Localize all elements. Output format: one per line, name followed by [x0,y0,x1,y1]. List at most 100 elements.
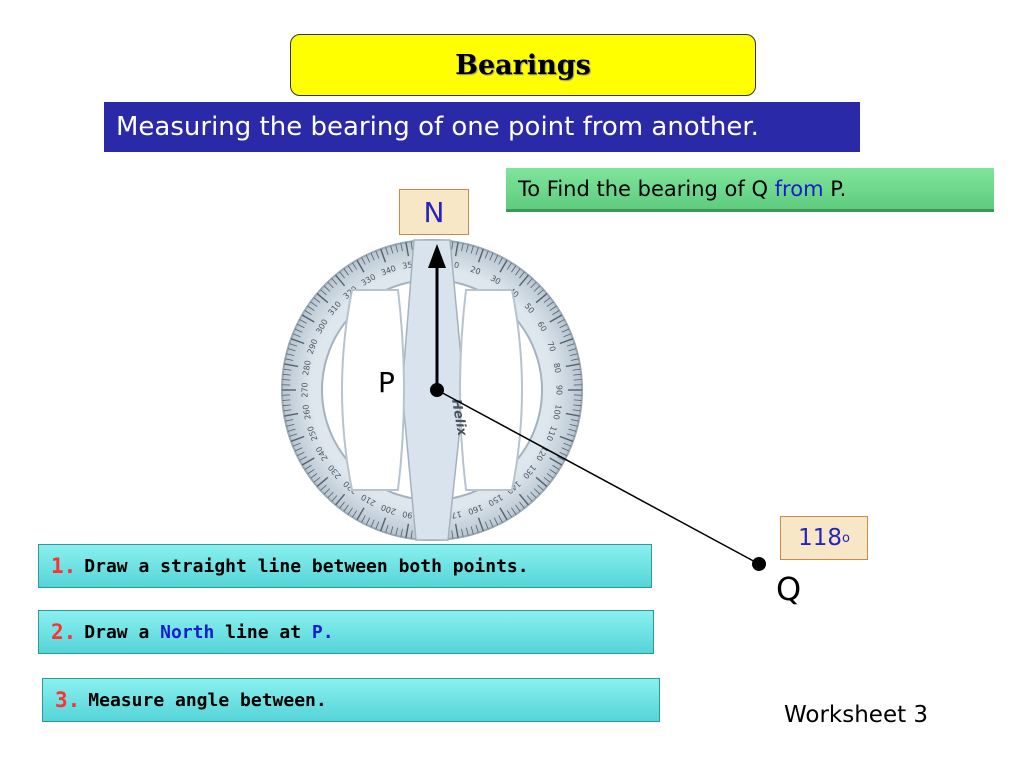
step-2: 2. Draw a North line at P. [38,610,654,654]
protractor-tick [375,521,380,530]
protractor-tick [323,285,331,292]
protractor-tick [543,477,551,483]
protractor-tick [493,255,499,263]
protractor-brand: Helix [448,398,469,438]
point-q-label: Q [776,570,802,608]
protractor-tick [290,338,305,345]
point-p-dot [430,383,444,397]
protractor-tick [343,504,349,512]
protractor-tick [549,457,563,466]
protractor-tick [331,495,338,502]
protractor-tick [297,451,305,457]
protractor-tick [561,447,570,452]
protractor-tick [561,328,570,333]
protractor-tick [530,281,537,289]
protractor-tick-label: 80 [552,362,563,374]
protractor-tick [292,442,301,447]
protractor-tick [519,501,525,509]
protractor-tick [361,515,366,523]
subtitle-text: Measuring the bearing of one point from … [116,112,759,142]
protractor-tick [347,507,353,515]
protractor-tick [570,419,579,422]
find-suffix: P. [823,176,847,201]
protractor-tick [506,510,512,518]
protractor-tick [518,493,529,506]
protractor-tick [470,245,474,254]
protractor-tick [511,507,517,515]
protractor-right-window [459,289,523,491]
protractor-tick [410,241,413,250]
degree-symbol: o [841,530,850,546]
protractor-tick [365,517,371,525]
protractor-tick [301,314,315,323]
protractor-tick [565,412,580,417]
protractor-tick-label: 60 [536,320,549,333]
protractor-tick [572,368,581,371]
protractor-tick-label: 260 [301,404,313,421]
subtitle-banner: Measuring the bearing of one point from … [104,102,860,152]
protractor-tick [294,447,303,452]
protractor-tick [477,517,484,532]
protractor-tick [313,477,321,483]
protractor-tick [454,523,459,538]
protractor-tick [568,428,577,432]
protractor-tick [484,250,489,259]
protractor-tick [380,248,387,263]
protractor-tick [286,423,295,427]
protractor-tick [566,343,575,347]
point-p-label: P [378,366,395,399]
protractor-tick [552,310,560,316]
protractor-tick [307,469,315,475]
step-text: Draw a [84,621,161,643]
protractor-tick [304,310,312,316]
protractor-tick [356,259,365,273]
line-pq [436,389,760,565]
protractor-tick [316,293,329,304]
protractor-tick [573,379,582,381]
angle-value: 118 [798,525,842,551]
instruction-banner: To Find the bearing of Q from P. [506,168,994,212]
protractor-tick [563,333,572,338]
protractor-tick [569,423,578,427]
protractor-tick [535,476,548,487]
title-banner: Bearings [290,34,756,96]
protractor-tick [385,524,389,533]
protractor-tick [454,242,459,257]
protractor-tick [570,358,579,361]
protractor-tick [356,507,365,521]
protractor-tick [327,281,334,289]
protractor-tick [390,245,394,254]
step-3: 3. Measure angle between. [42,678,660,722]
protractor-tick [294,328,303,333]
protractor-tick [282,399,291,401]
protractor-tick [335,493,346,506]
protractor-tick [310,301,318,307]
protractor-tick [301,457,315,466]
protractor-tick-label: 20 [469,265,482,277]
page-title: Bearings [455,49,591,81]
protractor-tick [385,247,389,256]
protractor-tick-label: 70 [545,340,557,353]
protractor-tick-label: 280 [301,360,313,377]
protractor-tick [287,428,296,432]
protractor-tick [327,491,334,499]
protractor-tick [511,265,517,273]
protractor-tick [475,524,479,533]
protractor-tick-label: 30 [489,274,502,287]
protractor-tick [546,473,554,479]
protractor-tick [370,252,375,261]
protractor-tick [526,495,533,502]
protractor-tick [559,338,574,345]
protractor-tick-label: 90 [555,385,564,395]
protractor-tick [563,442,572,447]
protractor-tick [493,517,499,525]
protractor-tick-label: 170 [446,509,463,521]
protractor-tick [347,265,353,273]
protractor-tick [299,319,307,324]
protractor-tick [283,409,292,412]
protractor-tick [405,523,410,538]
protractor-tick [526,278,533,285]
step-text-p: P. [311,621,334,643]
protractor-tick [559,435,574,442]
